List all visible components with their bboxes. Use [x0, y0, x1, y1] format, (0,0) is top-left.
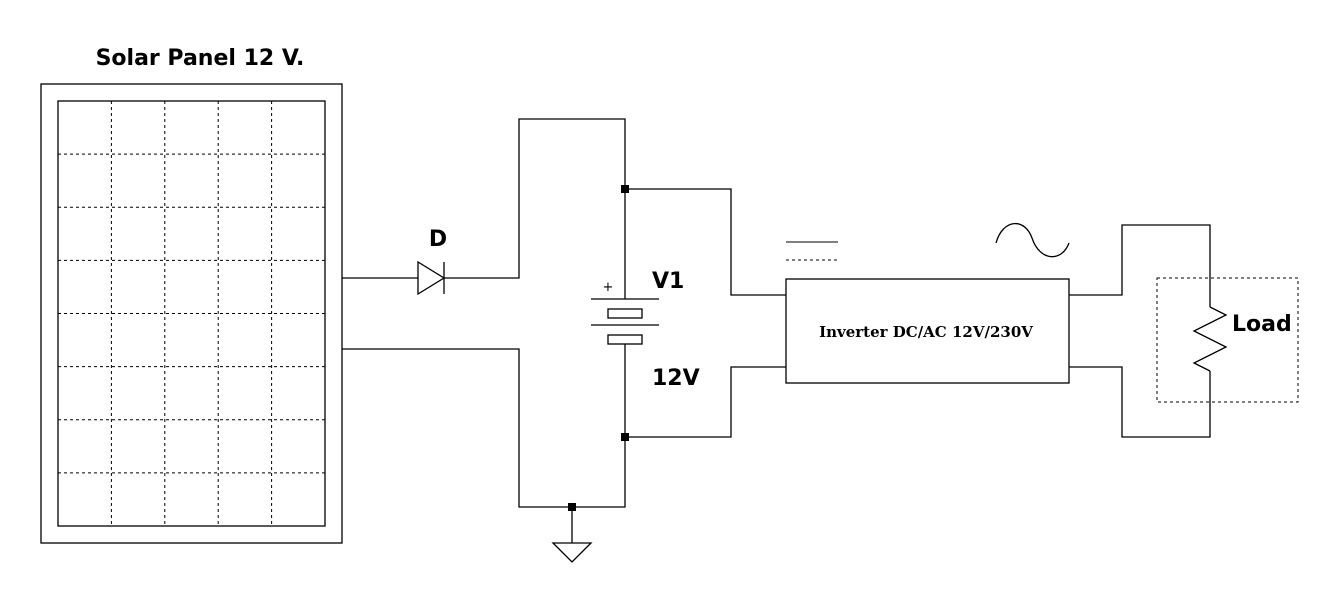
solar-panel-title: Solar Panel 12 V. [96, 46, 305, 71]
battery-symbol [591, 298, 659, 345]
load-label: Load [1232, 312, 1292, 337]
junction-node-negative [621, 433, 629, 441]
inverter-label: Inverter DC/AC 12V/230V [819, 323, 1033, 341]
wire-inverter-to-load-top [1069, 224, 1211, 307]
ac-sine-icon [995, 222, 1070, 258]
wire-battery-positive-to-inverter [625, 188, 786, 296]
battery-voltage-label: 12V [652, 366, 700, 391]
diode-symbol [417, 260, 446, 296]
ground-symbol [551, 507, 593, 563]
wire-diode-to-battery-positive [444, 118, 626, 299]
battery-name-label: V1 [652, 269, 684, 294]
solar-panel-frame [40, 83, 343, 544]
inverter-box [785, 278, 1070, 384]
load-resistor-symbol [1192, 306, 1228, 372]
wire-inverter-to-load-bottom [1069, 366, 1211, 438]
battery-plus-sign: + [603, 280, 614, 295]
dc-symbol [786, 241, 838, 261]
load-enclosure [1156, 277, 1299, 403]
wire-panel-negative-to-battery [342, 344, 626, 508]
diode-label: D [429, 227, 447, 252]
junction-node-positive [621, 185, 629, 193]
solar-panel-grid [58, 101, 325, 526]
wire-battery-negative-to-inverter [625, 366, 786, 438]
